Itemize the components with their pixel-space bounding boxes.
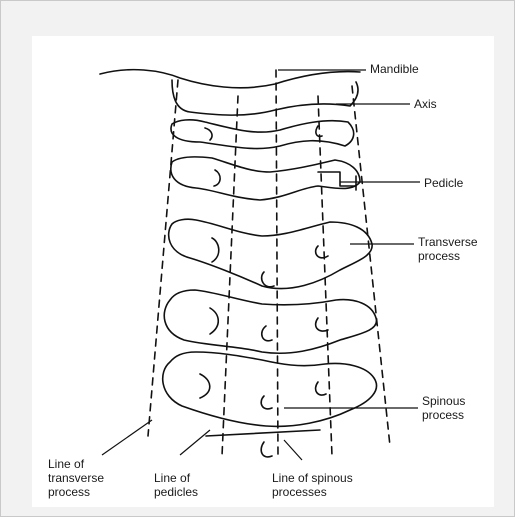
label-mandible: Mandible (370, 62, 419, 76)
c7-pedicle-mark (200, 374, 210, 398)
label-transverse-process: Transverse process (418, 235, 478, 263)
t1-body-mark (261, 442, 272, 457)
label-line-of-pedicles: Line of pedicles (154, 471, 198, 499)
c3-pedicle-mark (205, 128, 212, 140)
c7-spinous-mark (316, 382, 326, 395)
leader-line-of-pedicles (180, 430, 210, 455)
vertebra-c3 (171, 120, 354, 149)
c7-body-mark (261, 396, 272, 409)
c5-pedicle-mark (212, 238, 219, 262)
vertebra-c7 (163, 352, 377, 426)
c4-pedicle-box (318, 172, 356, 186)
vertebra-c5 (169, 219, 373, 288)
leader-line-of-spinous (284, 440, 302, 460)
c5-spinous-mark (316, 246, 328, 258)
line-of-transverse-process-right (352, 86, 390, 446)
c4-pedicle-mark (214, 170, 220, 186)
leader-line-of-transverse (102, 420, 152, 455)
mandible-outline (100, 70, 360, 88)
c5-body-mark (262, 272, 274, 287)
vertebra-c4 (171, 157, 360, 200)
label-line-of-spinous-processes: Line of spinous processes (272, 471, 353, 499)
c6-body-mark (262, 326, 272, 341)
label-axis: Axis (414, 97, 437, 111)
line-of-pedicles-left (222, 96, 238, 456)
line-of-spinous-processes (276, 70, 278, 456)
label-pedicle: Pedicle (424, 176, 463, 190)
label-spinous-process: Spinous process (422, 394, 465, 422)
label-line-of-transverse-process: Line of transverse process (48, 457, 104, 499)
vertebra-c6 (164, 290, 376, 353)
c6-pedicle-mark (210, 308, 218, 334)
